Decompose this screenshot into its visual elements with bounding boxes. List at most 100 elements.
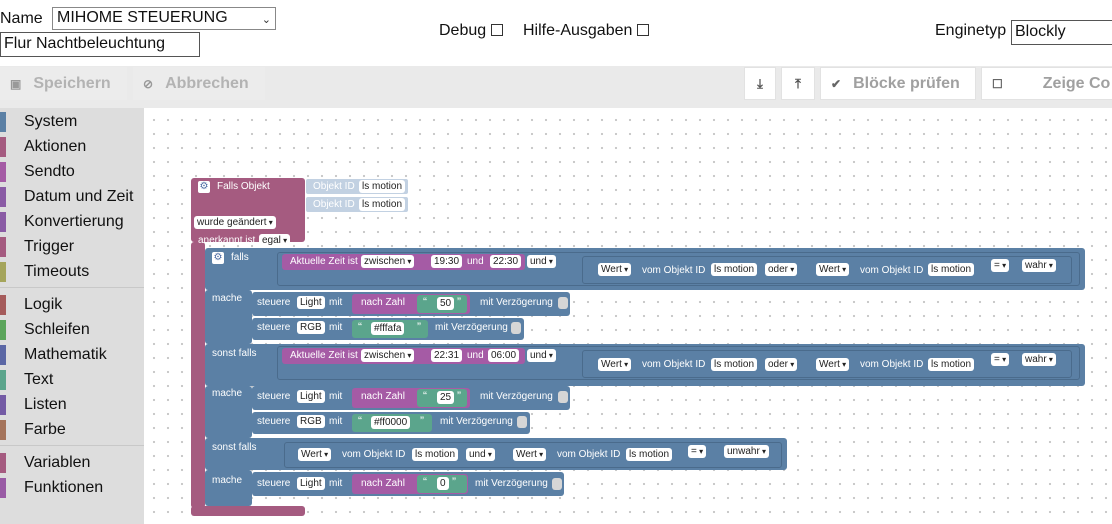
category-system[interactable]: System <box>0 111 144 133</box>
equals-dropdown[interactable]: = <box>991 353 1010 366</box>
category-funktionen[interactable]: Funktionen <box>0 477 144 499</box>
blockly-workspace[interactable]: ⚙ Falls Objekt Objekt ID ls motion Objek… <box>144 108 1112 524</box>
trigger-block-head[interactable] <box>191 178 305 242</box>
state-id-value[interactable]: Light <box>297 390 325 403</box>
equals-dropdown[interactable]: = <box>688 445 707 458</box>
time-to-2[interactable]: 06:00 <box>488 349 520 362</box>
category-color-bar <box>0 187 6 207</box>
boolean-dropdown[interactable]: wahr <box>1022 259 1056 272</box>
text-value[interactable]: #fffafa <box>371 322 405 335</box>
category-aktionen[interactable]: Aktionen <box>0 136 144 158</box>
save-button[interactable]: ▣ Speichern <box>0 67 127 100</box>
between-dropdown[interactable]: zwischen <box>361 349 415 362</box>
blockly-toolbox: System Aktionen Sendto Datum und Zeit Ko… <box>0 108 144 524</box>
to-number-label: nach Zahl <box>361 297 405 308</box>
category-variablen[interactable]: Variablen <box>0 452 144 474</box>
quote-close-icon: ” <box>420 414 424 428</box>
to-number-label: nach Zahl <box>361 478 405 489</box>
object-id-value[interactable]: ls motion <box>412 448 459 461</box>
object-id-value[interactable]: ls motion <box>928 358 975 371</box>
category-datum-und-zeit[interactable]: Datum und Zeit <box>0 186 144 208</box>
help-output-checkbox[interactable] <box>637 24 649 36</box>
state-id-value[interactable]: RGB <box>297 321 325 334</box>
changed-dropdown[interactable]: wurde geändert <box>194 216 276 229</box>
with-label: mit <box>329 416 343 427</box>
gear-icon[interactable]: ⚙ <box>212 252 224 264</box>
category-color-bar <box>0 453 6 473</box>
category-logik[interactable]: Logik <box>0 294 144 316</box>
engine-type-select[interactable]: Blockly <box>1011 20 1112 45</box>
category-trigger[interactable]: Trigger <box>0 236 144 258</box>
object-id-value[interactable]: ls motion <box>626 448 673 461</box>
value-dropdown[interactable]: Wert <box>298 448 332 461</box>
state-id-value[interactable]: Light <box>297 477 325 490</box>
cancel-button[interactable]: ⊘ Abbrechen <box>133 67 265 100</box>
if-block-arm <box>205 470 252 506</box>
category-color-bar <box>0 112 6 132</box>
delay-checkbox[interactable] <box>511 322 521 334</box>
text-value[interactable]: 25 <box>437 391 455 404</box>
text-value[interactable]: #ff0000 <box>371 416 411 429</box>
time-from-1[interactable]: 19:30 <box>431 255 463 268</box>
ack-dropdown[interactable]: egal <box>259 234 291 247</box>
export-button[interactable]: ⤓ <box>744 67 776 100</box>
value-dropdown[interactable]: Wert <box>816 358 850 371</box>
description-input[interactable]: Flur Nachtbeleuchtung <box>0 32 200 57</box>
value-dropdown[interactable]: Wert <box>816 263 850 276</box>
category-listen[interactable]: Listen <box>0 394 144 416</box>
script-name-select[interactable]: MIHOME STEUERUNG ⌄ <box>52 7 276 30</box>
delay-checkbox[interactable] <box>558 391 568 403</box>
category-farbe[interactable]: Farbe <box>0 419 144 441</box>
category-sendto[interactable]: Sendto <box>0 161 144 183</box>
category-label: Sendto <box>24 163 75 180</box>
text-value[interactable]: 0 <box>437 477 449 490</box>
value-dropdown[interactable]: Wert <box>513 448 547 461</box>
category-color-bar <box>0 262 6 282</box>
boolean-dropdown[interactable]: wahr <box>1022 353 1056 366</box>
gear-icon[interactable]: ⚙ <box>198 181 210 193</box>
logic-and-dropdown[interactable]: und <box>527 255 556 268</box>
quote-open-icon: “ <box>423 389 427 403</box>
logic-or-dropdown[interactable]: oder <box>765 263 798 276</box>
category-timeouts[interactable]: Timeouts <box>0 261 144 283</box>
category-text[interactable]: Text <box>0 369 144 391</box>
ack-label: anerkannt ist <box>198 235 256 246</box>
category-mathematik[interactable]: Mathematik <box>0 344 144 366</box>
show-code-button[interactable]: ☐ Zeige Co <box>981 67 1112 100</box>
quote-close-icon: ” <box>417 320 421 334</box>
delay-checkbox[interactable] <box>517 416 527 428</box>
category-konvertierung[interactable]: Konvertierung <box>0 211 144 233</box>
equals-dropdown[interactable]: = <box>991 259 1010 272</box>
category-schleifen[interactable]: Schleifen <box>0 319 144 341</box>
logic-or-dropdown[interactable]: oder <box>765 358 798 371</box>
delay-label: mit Verzögerung <box>480 391 553 402</box>
value-dropdown[interactable]: Wert <box>598 358 632 371</box>
debug-checkbox[interactable] <box>491 24 503 36</box>
state-id-value[interactable]: RGB <box>297 415 325 428</box>
time-from-2[interactable]: 22:31 <box>431 349 463 362</box>
object-id-value[interactable]: ls motion <box>928 263 975 276</box>
quote-open-icon: “ <box>423 475 427 489</box>
control-label: steuere <box>257 478 291 489</box>
import-button[interactable]: ⤒ <box>781 67 815 100</box>
oid-value[interactable]: ls motion <box>359 180 406 193</box>
object-id-value[interactable]: ls motion <box>711 358 758 371</box>
delay-checkbox[interactable] <box>552 478 562 490</box>
boolean-dropdown[interactable]: unwahr <box>724 445 770 458</box>
logic-and-dropdown[interactable]: und <box>527 349 556 362</box>
state-id-value[interactable]: Light <box>297 296 325 309</box>
logic-and-dropdown[interactable]: und <box>466 448 495 461</box>
time-to-1[interactable]: 22:30 <box>490 255 522 268</box>
oid-value[interactable]: ls motion <box>359 198 406 211</box>
text-value[interactable]: 50 <box>437 297 455 310</box>
delay-checkbox[interactable] <box>558 297 568 309</box>
between-dropdown[interactable]: zwischen <box>361 255 415 268</box>
object-id-value[interactable]: ls motion <box>711 263 758 276</box>
if-label: falls <box>231 252 249 263</box>
script-name-value: MIHOME STEUERUNG <box>57 9 228 26</box>
check-blocks-button[interactable]: ✔ Blöcke prüfen <box>820 67 976 100</box>
elseif-label: sonst falls <box>212 348 257 359</box>
category-label: Funktionen <box>24 479 104 496</box>
value-dropdown[interactable]: Wert <box>598 263 632 276</box>
category-color-bar <box>0 420 6 440</box>
